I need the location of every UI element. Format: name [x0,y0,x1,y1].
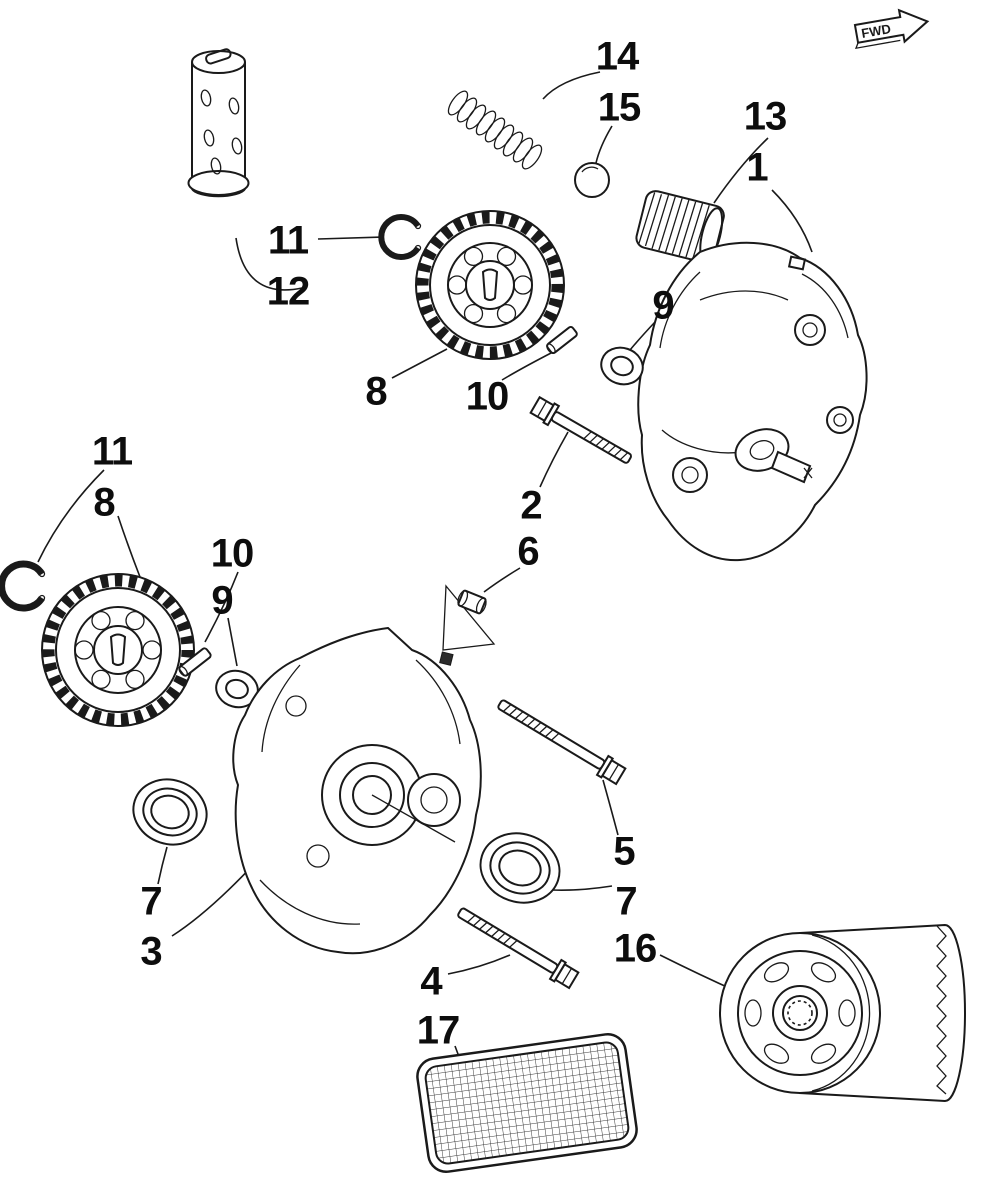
dowel [442,584,496,651]
part-label-7-right: 7 [615,879,637,924]
part-label-11-top: 11 [267,218,309,263]
strainer-tube [187,48,250,198]
fwd-label: FWD [860,21,892,41]
pin-left [178,647,212,677]
pin-top [546,326,578,354]
part-label-9-left: 9 [211,578,233,623]
part-label-6: 6 [517,529,539,574]
check-ball [574,162,610,198]
part-label-5: 5 [613,829,635,874]
part-label-4: 4 [420,959,442,1004]
pump-housing [637,241,868,562]
gear-left [41,573,195,727]
seal-right [479,832,561,904]
part-label-8-left: 8 [93,480,115,525]
part-label-16: 16 [613,926,657,971]
circlip-left [0,560,46,612]
circlip-top [378,214,422,260]
part-label-7-left: 7 [140,879,162,924]
pump-body [232,626,482,955]
spring [447,90,543,170]
bolt-lower [457,907,580,990]
part-label-17: 17 [416,1008,460,1053]
washer-top [600,346,644,386]
part-label-8-top: 8 [365,369,387,414]
leader-lines [37,71,813,1081]
part-label-2: 2 [520,483,542,528]
seal-left [132,778,208,846]
part-label-15: 15 [597,85,641,130]
bolt-upper [529,395,632,464]
part-label-3: 3 [140,929,162,974]
part-label-9-top: 9 [652,283,674,328]
bolt-right [497,699,627,786]
part-label-12: 12 [266,269,310,314]
fwd-arrow: FWD [853,8,930,50]
screen [416,1033,638,1173]
part-label-11-left: 11 [91,429,133,474]
part-label-10-top: 10 [465,374,509,419]
threaded-plug [635,190,725,264]
part-label-10-left: 10 [210,531,254,576]
part-label-13: 13 [743,94,787,139]
washer-left [215,669,259,709]
oil-filter [719,923,966,1103]
part-label-1: 1 [746,145,768,190]
gear-top [415,210,565,360]
part-label-14: 14 [595,34,639,79]
